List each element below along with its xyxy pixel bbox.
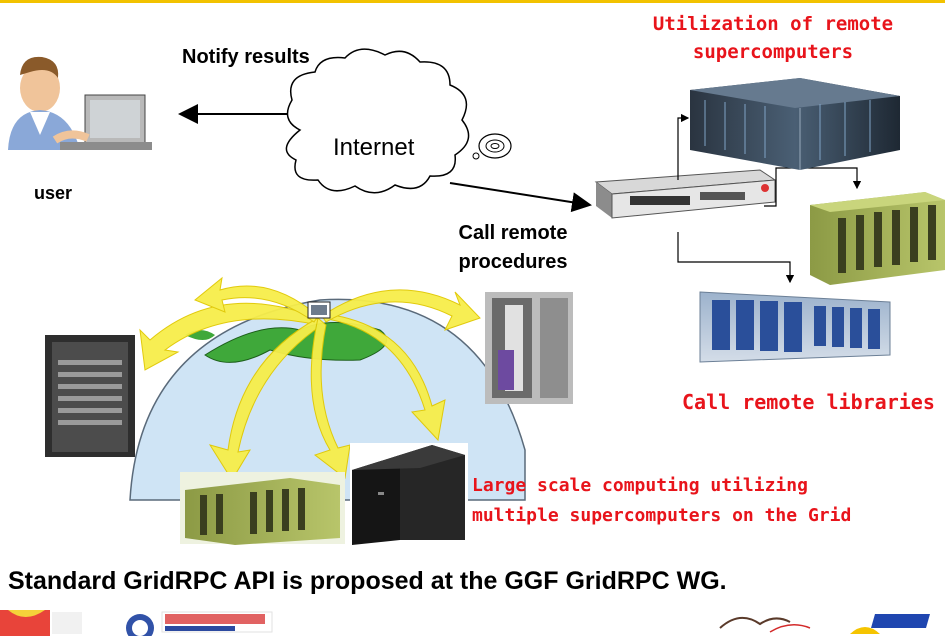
supercomputer-icon — [350, 443, 468, 546]
logo-aist-icon — [850, 610, 940, 634]
footer-logos — [0, 610, 940, 636]
utilization-label: Utilization of remote supercomputers — [652, 13, 894, 63]
user-at-computer-icon — [8, 56, 152, 150]
internet-cloud-icon — [285, 48, 512, 194]
server-switch-icon — [594, 169, 777, 219]
notify-results-label: Notify results — [182, 46, 310, 68]
footer-statement: Standard GridRPC API is proposed at the … — [8, 567, 727, 595]
internet-label: Internet — [333, 134, 415, 161]
supercomputer-icon — [699, 291, 891, 363]
logo-hpc-icon — [126, 611, 273, 636]
supercomputer-icon — [690, 78, 900, 170]
large-scale-computing-label: Large scale computing utilizing multiple… — [472, 475, 852, 526]
supercomputer-icon — [45, 335, 135, 457]
user-label: user — [34, 183, 73, 203]
top-accent-line — [0, 0, 945, 3]
call-remote-libraries-label: Call remote libraries — [682, 390, 935, 414]
supercomputer-icon — [485, 292, 573, 404]
logo-left-icon — [0, 610, 82, 636]
supercomputer-icon — [810, 192, 945, 285]
logo-ninf-icon — [719, 617, 811, 633]
supercomputer-icon — [180, 472, 345, 545]
call-remote-procedures-label: Call remote procedures — [458, 222, 568, 273]
